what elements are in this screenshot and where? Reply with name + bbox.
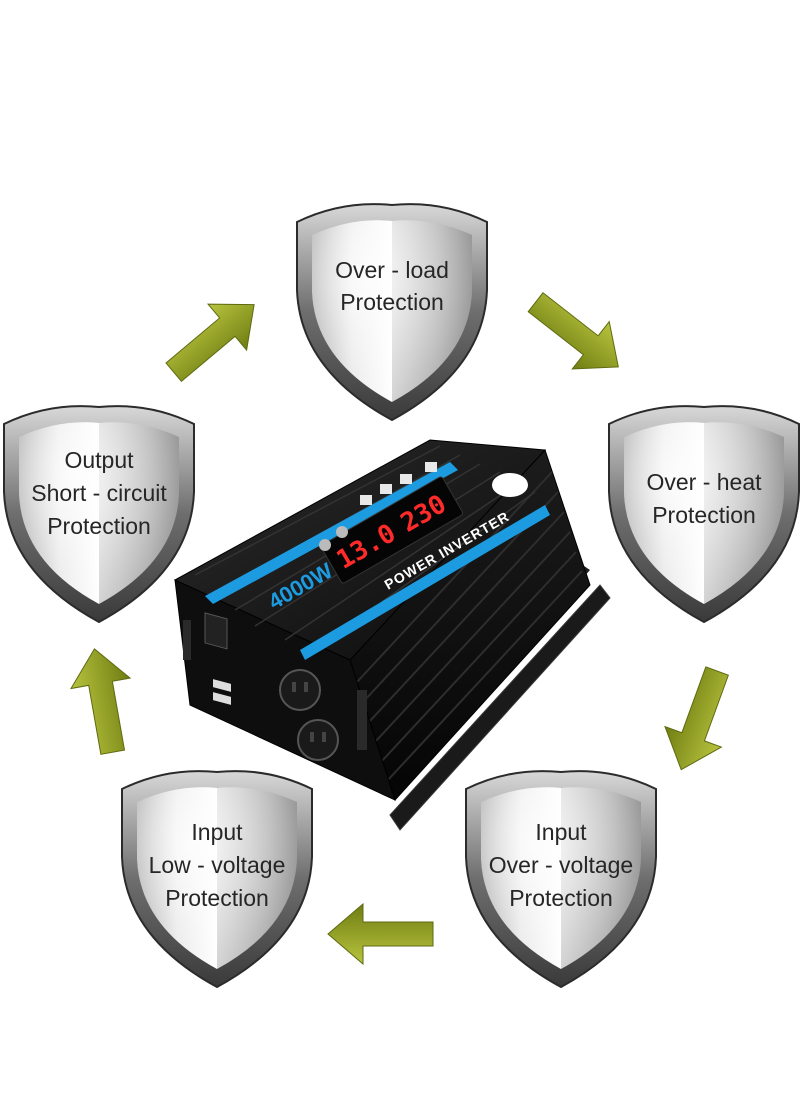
shield-label-line: Short - circuit — [31, 480, 167, 506]
shield-label-line: Protection — [165, 885, 269, 911]
shield-label-line: Protection — [652, 502, 756, 528]
lcd-display: 13.0 230 — [320, 476, 464, 584]
accent-stripe — [300, 505, 550, 660]
arrow-to-input-low-voltage — [327, 903, 434, 965]
shield-output-short-circuit: Output Short - circuit Protection — [3, 405, 195, 623]
shield-label-line: Output — [64, 447, 134, 473]
shield-input-over-voltage: Input Over - voltage Protection — [465, 770, 657, 988]
ac-outlet-icon — [297, 719, 339, 761]
arrow-to-output-short-circuit — [64, 643, 143, 758]
logo-badge — [492, 473, 528, 497]
shield-label-line: Protection — [509, 885, 613, 911]
shield-label-line: Protection — [340, 289, 444, 315]
shield-over-load: Over - load Protection — [296, 203, 488, 422]
accent-stripe — [205, 462, 458, 604]
shield-label-line: Over - load — [335, 257, 449, 283]
shield-label-line: Low - voltage — [149, 852, 286, 878]
shield-label-line: Input — [535, 819, 587, 845]
ac-outlet-icon — [279, 669, 321, 711]
power-switch — [204, 612, 228, 650]
shield-label-line: Over - voltage — [489, 852, 633, 878]
arrow-to-input-over-voltage — [652, 660, 746, 781]
shield-label-line: Protection — [47, 513, 151, 539]
shield-label-line: Over - heat — [646, 469, 762, 495]
shield-label-line: Input — [191, 819, 243, 845]
shield-input-low-voltage: Input Low - voltage Protection — [121, 770, 313, 988]
power-inverter-device: 13.0 230 POWER INVERTER 4000W — [173, 439, 611, 831]
shield-over-heat: Over - heat Protection — [608, 405, 800, 623]
usb-port — [213, 679, 231, 692]
arrow-to-over-load — [153, 281, 274, 396]
panel-status-icons — [319, 462, 437, 551]
usb-port — [213, 692, 231, 705]
arrow-to-over-heat — [516, 278, 638, 392]
